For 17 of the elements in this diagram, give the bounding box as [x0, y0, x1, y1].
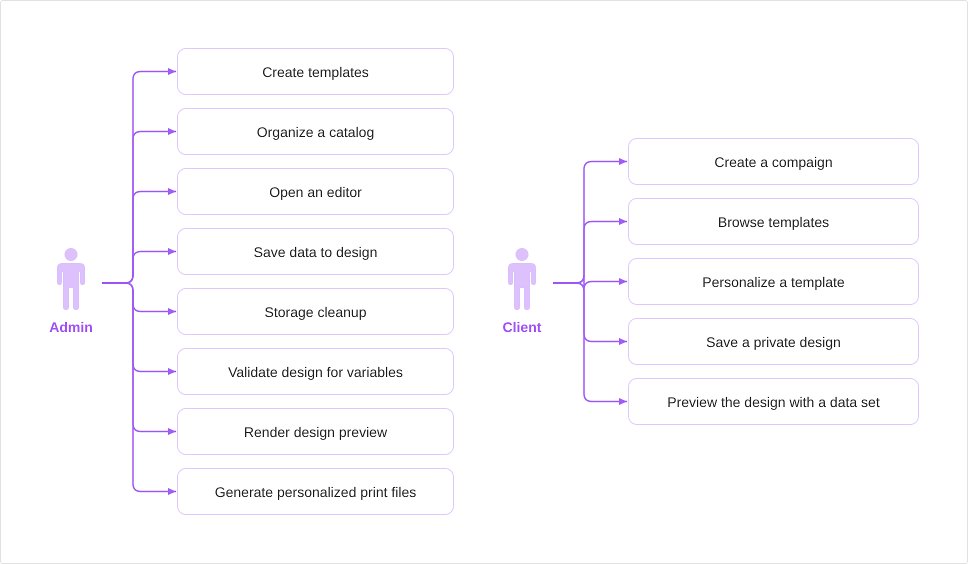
use-case-box: Render design preview	[177, 408, 454, 455]
use-case-box: Open an editor	[177, 168, 454, 215]
use-case-box: Create a compaign	[628, 138, 919, 185]
use-case-box: Browse templates	[628, 198, 919, 245]
use-case-box: Organize a catalog	[177, 108, 454, 155]
use-case-box: Save data to design	[177, 228, 454, 275]
use-case-box: Preview the design with a data set	[628, 378, 919, 425]
arrow	[102, 282, 176, 495]
use-case-box: Generate personalized print files	[177, 468, 454, 515]
use-case-box: Create templates	[177, 48, 454, 95]
use-case-box: Storage cleanup	[177, 288, 454, 335]
actor-label: Client	[502, 318, 542, 336]
actor-label: Admin	[49, 318, 93, 336]
arrow	[553, 282, 627, 405]
use-case-box: Validate design for variables	[177, 348, 454, 395]
use-case-box: Personalize a template	[628, 258, 919, 305]
use-case-box: Save a private design	[628, 318, 919, 365]
